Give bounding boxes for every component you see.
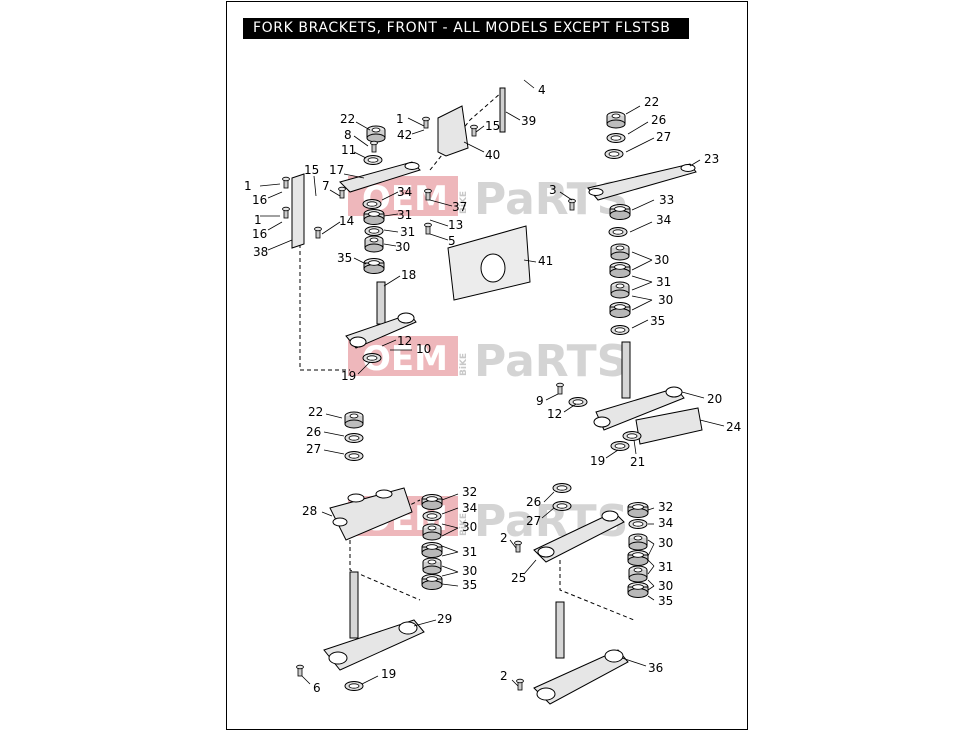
callout-26: 26: [651, 113, 666, 127]
callout-19: 19: [341, 369, 356, 383]
callout-20: 20: [707, 392, 722, 406]
callout-28: 28: [302, 504, 317, 518]
callout-14: 14: [339, 214, 354, 228]
callout-22: 22: [308, 405, 323, 419]
callout-2: 2: [500, 531, 508, 545]
callout-38: 38: [253, 245, 268, 259]
callout-35: 35: [462, 578, 477, 592]
callout-26: 26: [306, 425, 321, 439]
callout-1: 1: [254, 213, 262, 227]
callout-35: 35: [650, 314, 665, 328]
callout-10: 10: [416, 342, 431, 356]
callout-16: 16: [252, 193, 267, 207]
callout-17: 17: [329, 163, 344, 177]
callout-42: 42: [397, 128, 412, 142]
callout-1: 1: [244, 179, 252, 193]
callout-16: 16: [252, 227, 267, 241]
fork-bracket-assembly-upper-left: [282, 87, 531, 371]
callout-30: 30: [462, 520, 477, 534]
diagram-title: FORK BRACKETS, FRONT - ALL MODELS EXCEPT…: [243, 18, 689, 39]
callout-27: 27: [526, 514, 541, 528]
callout-23: 23: [704, 152, 719, 166]
callout-31: 31: [656, 275, 671, 289]
callout-8: 8: [344, 128, 352, 142]
callout-34: 34: [462, 501, 477, 515]
callout-30: 30: [654, 253, 669, 267]
callout-35: 35: [337, 251, 352, 265]
diagram-sheet: [226, 1, 748, 730]
callout-3: 3: [549, 183, 557, 197]
callout-22: 22: [340, 112, 355, 126]
callout-35: 35: [658, 594, 673, 608]
callout-34: 34: [656, 213, 671, 227]
callout-36: 36: [648, 661, 663, 675]
callout-39: 39: [521, 114, 536, 128]
callout-24: 24: [726, 420, 741, 434]
callout-25: 25: [511, 571, 526, 585]
callout-19: 19: [381, 667, 396, 681]
callout-30: 30: [462, 564, 477, 578]
fork-bracket-assembly-lower-left: [296, 411, 443, 691]
callout-31: 31: [397, 208, 412, 222]
callout-33: 33: [659, 193, 674, 207]
callout-34: 34: [658, 516, 673, 530]
callout-12: 12: [397, 334, 412, 348]
svg-text:BiKE: BiKE: [459, 513, 469, 536]
callout-7: 7: [322, 179, 330, 193]
callout-31: 31: [658, 560, 673, 574]
callout-1: 1: [396, 112, 404, 126]
callout-30: 30: [658, 536, 673, 550]
callout-26: 26: [526, 495, 541, 509]
callout-5: 5: [448, 234, 456, 248]
svg-text:PaRTS: PaRTS: [474, 336, 628, 387]
callout-labels: 1 16 1 16 38 15 7 17 22 8 11 34 31 31 30…: [244, 83, 741, 695]
callout-19: 19: [590, 454, 605, 468]
watermark-middle: OEM BiKE PaRTS: [348, 336, 628, 387]
callout-15: 15: [304, 163, 319, 177]
callout-18: 18: [401, 268, 416, 282]
callout-15: 15: [485, 119, 500, 133]
callout-2: 2: [500, 669, 508, 683]
callout-12: 12: [547, 407, 562, 421]
callout-29: 29: [437, 612, 452, 626]
callout-22: 22: [644, 95, 659, 109]
callout-11: 11: [341, 143, 356, 157]
callout-21: 21: [630, 455, 645, 469]
svg-text:BiKE: BiKE: [459, 191, 469, 214]
leader-lines: [259, 79, 725, 687]
callout-32: 32: [658, 500, 673, 514]
callout-40: 40: [485, 148, 500, 162]
callout-27: 27: [306, 442, 321, 456]
callout-30: 30: [395, 240, 410, 254]
callout-31: 31: [400, 225, 415, 239]
svg-text:PaRTS: PaRTS: [474, 174, 628, 225]
callout-6: 6: [313, 681, 321, 695]
callout-41: 41: [538, 254, 553, 268]
fork-bracket-assembly-lower-right: [514, 483, 649, 705]
callout-27: 27: [656, 130, 671, 144]
fork-bracket-assembly-upper-right: [556, 111, 703, 451]
callout-31: 31: [462, 545, 477, 559]
svg-text:BiKE: BiKE: [459, 353, 469, 376]
callout-30: 30: [658, 579, 673, 593]
callout-4: 4: [538, 83, 546, 97]
watermark-top: OEM BiKE PaRTS: [348, 174, 628, 225]
callout-34: 34: [397, 185, 412, 199]
callout-30: 30: [658, 293, 673, 307]
callout-32: 32: [462, 485, 477, 499]
callout-13: 13: [448, 218, 463, 232]
callout-37: 37: [452, 200, 467, 214]
callout-9: 9: [536, 394, 544, 408]
